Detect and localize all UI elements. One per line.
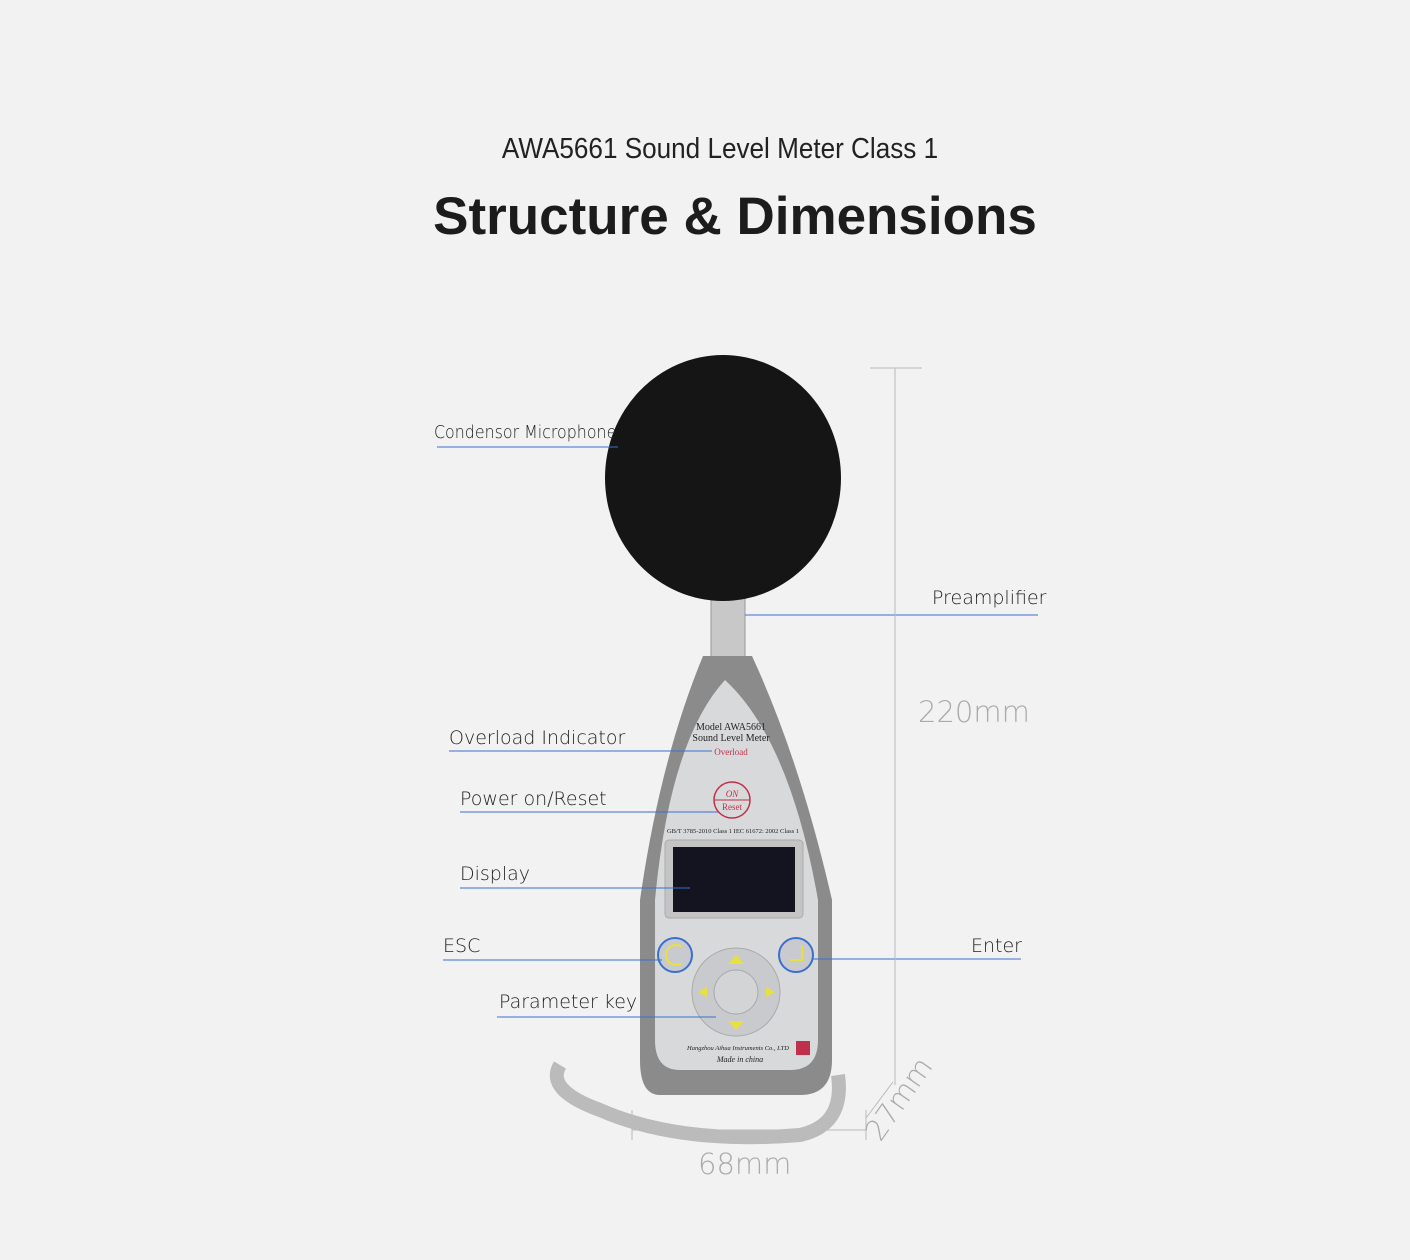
leader-lines bbox=[437, 446, 1038, 1018]
up-arrow-icon bbox=[728, 955, 744, 964]
reset-label: Reset bbox=[722, 802, 742, 812]
label-preamplifier: Preamplifier bbox=[932, 587, 1047, 609]
brand-logo bbox=[796, 1041, 810, 1055]
wrist-strap bbox=[549, 1061, 846, 1145]
microphone-windscreen bbox=[605, 355, 841, 601]
page-title: Structure & Dimensions bbox=[433, 187, 1037, 246]
standards-label: GB/T 3785-2010 Class 1 IEC 61672: 2002 C… bbox=[667, 828, 799, 835]
right-arrow-icon bbox=[766, 987, 775, 997]
dimension-height: 220mm bbox=[918, 695, 1030, 729]
dimension-width: 68mm bbox=[698, 1147, 792, 1181]
label-esc: ESC bbox=[443, 935, 481, 957]
display-screen bbox=[673, 847, 795, 912]
label-overload-indicator: Overload Indicator bbox=[449, 727, 626, 749]
esc-button bbox=[657, 937, 693, 973]
left-arrow-icon bbox=[698, 987, 707, 997]
enter-button bbox=[778, 937, 814, 973]
label-enter: Enter bbox=[971, 935, 1022, 957]
label-parameter-key: Parameter key bbox=[499, 991, 638, 1013]
label-condensor-microphone: Condensor Microphone bbox=[434, 422, 617, 443]
name-label: Sound Level Meter bbox=[692, 733, 770, 744]
preamplifier bbox=[710, 594, 746, 664]
subtitle: AWA5661 Sound Level Meter Class 1 bbox=[501, 133, 939, 165]
down-arrow-icon bbox=[728, 1021, 744, 1030]
overload-indicator: Overload bbox=[714, 747, 748, 757]
dimension-lines bbox=[631, 367, 922, 1140]
label-power-reset: Power on/Reset bbox=[460, 788, 607, 810]
maker-label: Hangzhou Aihua Instruments Co., LTD bbox=[686, 1045, 789, 1052]
model-label: Model AWA5661 bbox=[696, 722, 766, 733]
label-display: Display bbox=[460, 863, 531, 885]
on-label: ON bbox=[726, 789, 739, 799]
origin-label: Made in china bbox=[716, 1055, 763, 1064]
